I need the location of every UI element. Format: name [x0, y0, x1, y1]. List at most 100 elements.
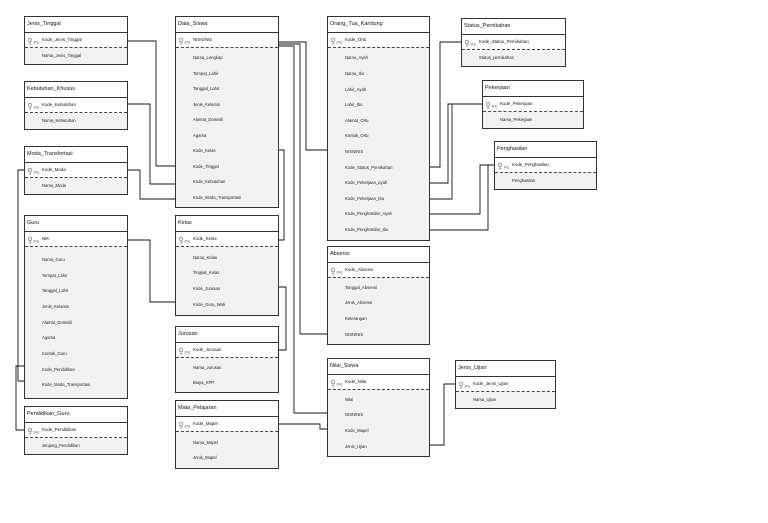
field-row: Kode_Moda_Transportasi [42, 382, 91, 388]
key-icon: PK [464, 38, 477, 49]
rel-kelas [279, 149, 285, 241]
pk-tag: PK [184, 40, 191, 45]
pk-tag: PK [184, 424, 191, 429]
primary-key-name: Kode_Jenis_Tinggal [42, 37, 82, 42]
field-row: NISN/NIS [345, 148, 364, 154]
primary-key-name: Kode_Ortu [345, 37, 367, 42]
field-row: Alamat_Ortu [345, 117, 369, 123]
table-title: Moda_Transfortasi [25, 147, 127, 163]
key-icon: PK [178, 235, 191, 246]
field-row: Kode_Status_Pernikahan [345, 164, 393, 170]
key-icon: PK [458, 380, 471, 391]
field-row: Tempat_Lahir [42, 272, 68, 278]
field-list: Nama_Pekerjaan [483, 112, 583, 128]
rel-jenis-tinggal [128, 40, 175, 167]
table-title: Pendidikan_Guru [25, 407, 127, 423]
key-icon: PK [27, 166, 40, 177]
rel-kebutuhan-khusus [128, 103, 175, 185]
table-title: Penghasilan [495, 142, 596, 158]
field-row: Alamat_Domisili [42, 319, 73, 325]
pk-tag: PK [33, 40, 40, 45]
rel-guru-wali [128, 239, 175, 303]
field-row: NISN/NIS [345, 331, 364, 337]
primary-key-name: Kode_Moda [42, 167, 66, 172]
pk-tag: PK [503, 165, 510, 170]
table-title: Kebutuhan_Khusus [25, 82, 127, 98]
key-icon: PK [27, 101, 40, 112]
primary-key-name: Kode_Jenis_Ujian [473, 381, 509, 386]
pk-tag: PK [470, 42, 477, 47]
primary-key-name: Kode_Kelas [193, 236, 217, 241]
field-row: Alamat_Domisili [193, 117, 224, 122]
key-icon: PK [330, 378, 343, 389]
primary-key-name: Kode_Pendidikan [42, 427, 77, 432]
field-row: Kode_Jurusan [193, 285, 221, 291]
key-icon: PK [178, 420, 191, 431]
table-title: Nilai_Siswa [328, 359, 429, 375]
field-row: Jenis_Absensi [345, 300, 373, 306]
field-row: Lahir_Ibu [345, 102, 363, 108]
field-row: Agama [42, 335, 56, 341]
pk-tag: PK [33, 430, 40, 435]
field-row: Status_pernikahan [479, 55, 514, 60]
field-row: Nama_Kebutuhan [42, 118, 76, 123]
field-row: Kontak_Ortu [345, 133, 369, 139]
key-icon: PK [27, 426, 40, 437]
key-icon: PK [330, 266, 343, 277]
field-row: Nama_Lengkap [193, 55, 223, 60]
pk-tag: PK [336, 270, 343, 275]
field-row: Kode_Tinggal [193, 163, 219, 169]
pk-tag: PK [336, 382, 343, 387]
primary-key-name: Kode_Pekerjaan [500, 101, 533, 106]
field-row: Nama_Kelas [193, 254, 217, 260]
key-icon: PK [27, 36, 40, 47]
rel-jenis-ujian [430, 383, 455, 446]
field-list: Nama_Ujian [456, 392, 555, 408]
rel-mapel [279, 423, 327, 430]
rel-pendidikan-guru [15, 365, 24, 431]
field-row: Nama_Jenis_Tinggal [42, 53, 82, 58]
primary-key-name: Kode_Status_Pernikahan [479, 39, 529, 44]
rel-pekerjaan-ayah [430, 103, 482, 184]
table-title: Jenis_Ujian [456, 361, 555, 377]
field-row: Agama [193, 132, 207, 138]
field-row: Kode_Kelas [193, 148, 216, 153]
field-row: Kode_Penghasilan_Ayah [345, 211, 392, 217]
primary-key-name: Kode_Jurusan [193, 347, 222, 352]
field-row: NISN/NIS [345, 412, 364, 418]
field-list: Nama_Jenis_Tinggal [25, 48, 127, 64]
field-row: Kontak_Guru [42, 350, 67, 356]
table-title: Kelas [176, 216, 278, 232]
rel-pekerjaan-ibu [430, 104, 453, 200]
rel-penghasilan-ayah [430, 164, 494, 215]
field-row: Kode_Penghasilan_Ibu [345, 226, 389, 232]
